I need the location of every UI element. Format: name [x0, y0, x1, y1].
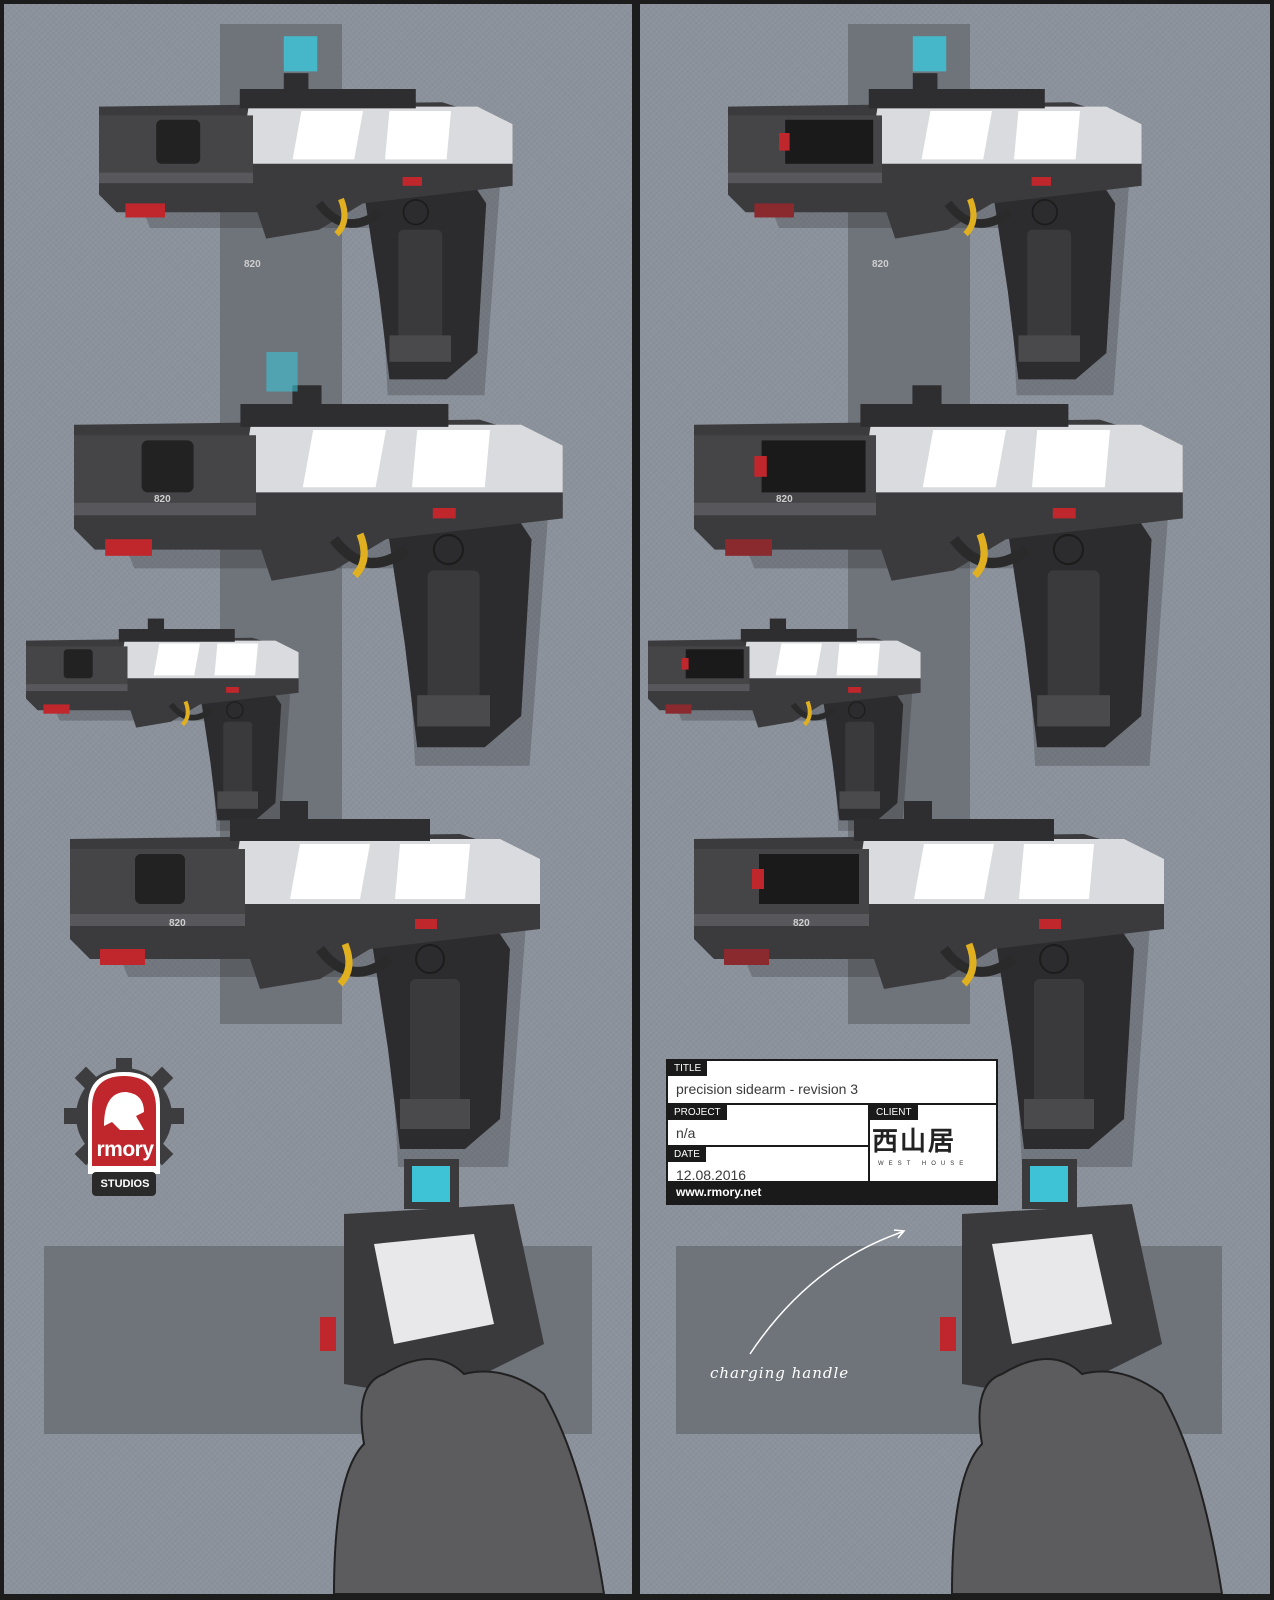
title-label: TITLE [668, 1061, 708, 1076]
title-block: TITLE precision sidearm - revision 3 PRO… [666, 1059, 998, 1205]
date-value: 12.08.2016 [676, 1167, 747, 1183]
date-label: DATE [668, 1147, 706, 1162]
serial-marking-r1: 820 [872, 259, 889, 270]
serial-marking-r2: 820 [776, 494, 793, 505]
logo-subtitle: STUDIOS [100, 1178, 150, 1190]
logo-wordmark: rmory [96, 1138, 154, 1161]
client-logo-text: 西山居 [872, 1127, 957, 1157]
annotation-label: charging handle [710, 1364, 850, 1382]
client-logo: 西山居 [872, 1121, 956, 1158]
serial-marking-2: 820 [154, 494, 171, 505]
right-panel: 820 820 820 TITLE precision sidearm - re… [640, 4, 1270, 1594]
left-illustration: 820 820 820 [4, 24, 606, 1594]
serial-marking-3: 820 [169, 918, 186, 929]
studio-logo: rmory STUDIOS [60, 1056, 188, 1202]
serial-marking-1: 820 [244, 259, 261, 270]
client-logo-subtitle: WEST HOUSE [878, 1161, 969, 1167]
website-link[interactable]: www.rmory.net [668, 1181, 996, 1203]
serial-marking-r3: 820 [793, 918, 810, 929]
annotation-arrow [749, 1231, 903, 1355]
client-label: CLIENT [870, 1105, 918, 1120]
first-person-view-right [940, 1159, 1224, 1594]
title-value: precision sidearm - revision 3 [676, 1081, 859, 1097]
project-value: n/a [676, 1125, 696, 1141]
project-label: PROJECT [668, 1105, 727, 1120]
gear-icon [64, 1058, 184, 1196]
right-illustration: 820 820 820 [640, 24, 1224, 1594]
first-person-view [320, 1159, 606, 1594]
left-panel: 820 820 820 [4, 4, 632, 1594]
